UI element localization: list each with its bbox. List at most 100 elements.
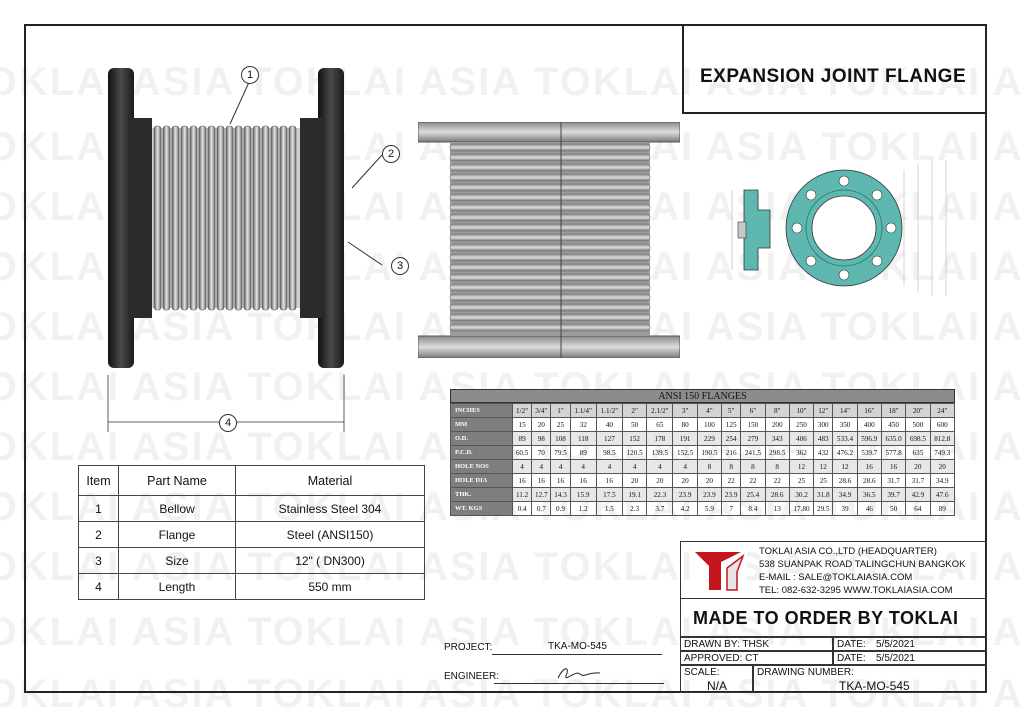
ansi-cell: 98 <box>531 431 552 446</box>
ansi-cell: 16 <box>856 459 882 474</box>
project-underline <box>492 654 662 655</box>
cell: Flange <box>118 521 236 548</box>
engineer-signature <box>557 668 601 679</box>
ansi-cell: 139.5 <box>646 445 674 460</box>
ansi-cell: 8.4 <box>740 501 766 516</box>
ansi-cell: 22 <box>721 473 742 488</box>
company-name: TOKLAI ASIA CO.,LTD (HEADQUARTER) <box>759 546 937 557</box>
parts-table-header: Item Part Name Material <box>78 465 425 496</box>
header-part-name: Part Name <box>118 465 236 496</box>
ansi-cell: 47.6 <box>929 487 956 502</box>
ansi-cell: 533.4 <box>832 431 858 446</box>
ansi-cell: 89 <box>929 501 956 516</box>
ansi-cell: 12 <box>788 459 815 474</box>
header-material: Material <box>235 465 425 496</box>
drawn-by-cell: DRAWN BY: THSK <box>680 637 833 651</box>
drawing-title: EXPANSION JOINT FLANGE <box>700 66 967 87</box>
ansi-cell: 20 <box>696 473 723 488</box>
ansi-cell: 8" <box>764 403 790 418</box>
ansi-table-title: ANSI 150 FLANGES <box>450 389 955 403</box>
drawn-by: DRAWN BY: THSK <box>684 639 770 650</box>
ansi-cell: 191 <box>672 431 698 446</box>
ansi-cell: 1/2" <box>511 403 533 418</box>
cell: 12" ( DN300) <box>235 547 425 574</box>
ansi-row-label: THK. <box>450 487 513 502</box>
ansi-cell: 5.9 <box>696 501 723 516</box>
cell: 550 mm <box>235 573 425 600</box>
ansi-cell: 406 <box>788 431 815 446</box>
ansi-cell: 178 <box>646 431 674 446</box>
ansi-cell: 4 <box>672 459 698 474</box>
ansi-cell: 3" <box>672 403 698 418</box>
ansi-cell: 25 <box>813 473 834 488</box>
ansi-cell: 12" <box>813 403 834 418</box>
ansi-cell: 50 <box>621 417 648 432</box>
ansi-cell: 16" <box>856 403 882 418</box>
ansi-cell: 362 <box>788 445 815 460</box>
date-cell-1: DATE: 5/5/2021 <box>833 637 987 651</box>
ansi-cell: 476.2 <box>832 445 858 460</box>
company-block: TOKLAI ASIA CO.,LTD (HEADQUARTER) 538 SU… <box>680 541 987 599</box>
ansi-cell: 254 <box>721 431 742 446</box>
cell: Steel (ANSI150) <box>235 521 425 548</box>
ansi-cell: 350 <box>832 417 858 432</box>
ansi-cell: 28.6 <box>856 473 882 488</box>
cell: 1 <box>78 495 119 522</box>
engineer-label: ENGINEER: <box>444 671 500 682</box>
section-view-drawing <box>418 122 680 358</box>
date-label: DATE: <box>837 653 866 664</box>
ansi-cell: 32 <box>569 417 597 432</box>
engineer-underline <box>494 683 664 684</box>
ansi-row-label: WT. KGS <box>450 501 513 516</box>
made-to-order-box: MADE TO ORDER BY TOKLAI <box>680 599 987 637</box>
ansi-row-label: INCHES <box>450 403 513 418</box>
ansi-cell: 34.9 <box>929 473 956 488</box>
ansi-cell: 16 <box>550 473 571 488</box>
ansi-cell: 34.9 <box>832 487 858 502</box>
ansi-cell: 31.7 <box>905 473 931 488</box>
ansi-cell: 279 <box>740 431 766 446</box>
ansi-row-label: MM <box>450 417 513 432</box>
ansi-cell: 0.4 <box>511 501 533 516</box>
ansi-cell: 46 <box>856 501 882 516</box>
cell: Size <box>118 547 236 574</box>
ansi-cell: 1.2 <box>569 501 597 516</box>
ansi-cell: 29.5 <box>813 501 834 516</box>
ansi-cell: 152.5 <box>672 445 698 460</box>
ansi-cell: 1" <box>550 403 571 418</box>
approved-by: APPROVED: CT <box>684 653 759 664</box>
ansi-cell: 15.9 <box>569 487 597 502</box>
project-value: TKA-MO-545 <box>548 641 607 652</box>
ansi-cell: 16 <box>595 473 623 488</box>
ansi-cell: 25.4 <box>740 487 766 502</box>
ansi-cell: 127 <box>595 431 623 446</box>
ansi-cell: 23.9 <box>696 487 723 502</box>
ansi-cell: 28.6 <box>832 473 858 488</box>
ansi-cell: 4.2 <box>672 501 698 516</box>
callout-1: 1 <box>241 66 259 84</box>
ansi-cell: 812.8 <box>929 431 956 446</box>
date-value: 5/5/2021 <box>876 653 915 664</box>
ansi-cell: 298.5 <box>764 445 790 460</box>
ansi-cell: 3.7 <box>646 501 674 516</box>
ansi-cell: 79.5 <box>550 445 571 460</box>
ansi-cell: 216 <box>721 445 742 460</box>
ansi-cell: 596.9 <box>856 431 882 446</box>
ansi-cell: 36.5 <box>856 487 882 502</box>
ansi-cell: 89 <box>569 445 597 460</box>
ansi-cell: 11.2 <box>511 487 533 502</box>
scale-value: N/A <box>707 679 728 693</box>
ansi-cell: 19.1 <box>621 487 648 502</box>
ansi-cell: 10" <box>788 403 815 418</box>
ansi-cell: 25 <box>550 417 571 432</box>
ansi-cell: 0.9 <box>550 501 571 516</box>
ansi-cell: 13 <box>764 501 790 516</box>
ansi-cell: 108 <box>550 431 571 446</box>
table-row: 3 Size 12" ( DN300) <box>78 547 425 574</box>
ansi-cell: 120.5 <box>621 445 648 460</box>
cell: 3 <box>78 547 119 574</box>
